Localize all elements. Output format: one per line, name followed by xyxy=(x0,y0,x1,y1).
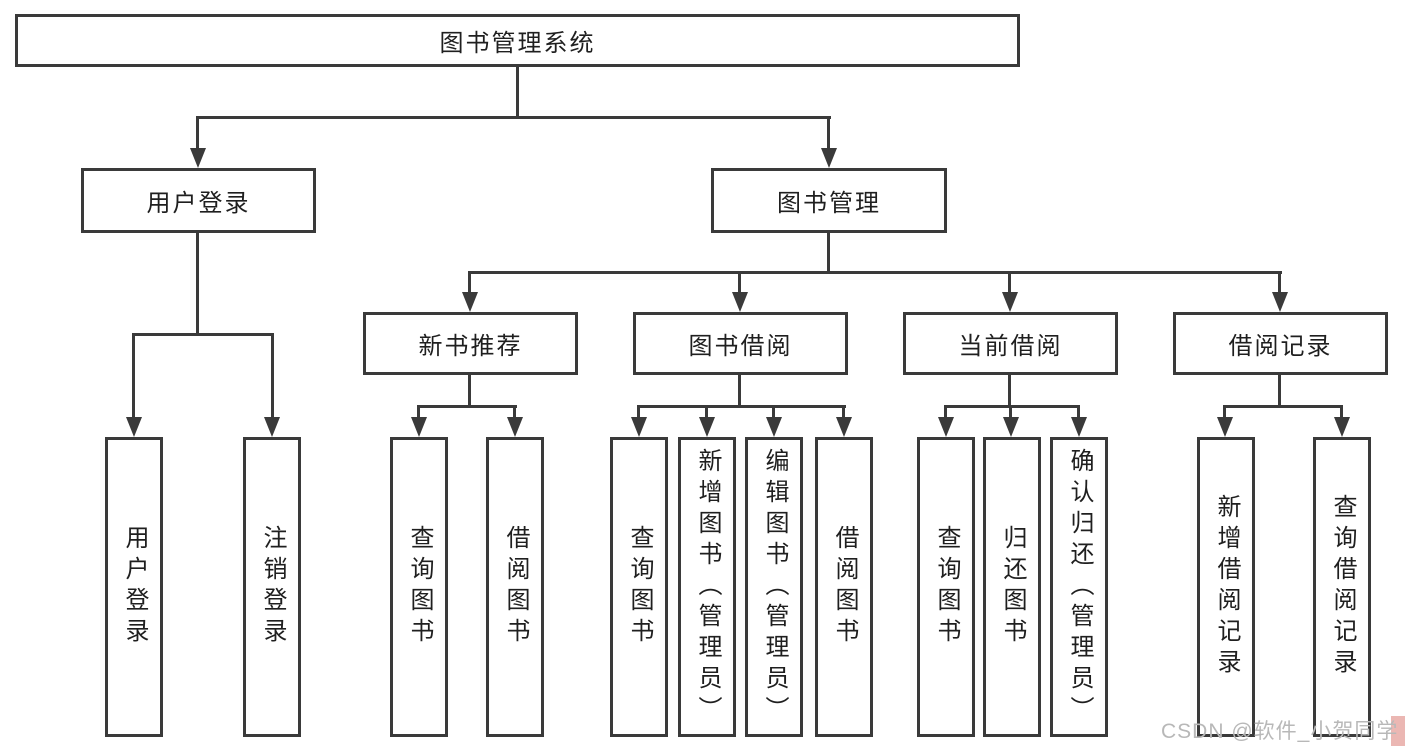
connector-stem xyxy=(705,405,708,419)
leaf-label: 借阅图书 xyxy=(502,525,529,649)
leaf-borrow-books-recommend: 借阅图书 xyxy=(486,437,544,737)
arrow-down-icon xyxy=(1003,417,1019,437)
connector-current-vertical xyxy=(1008,375,1011,408)
leaf-label: 查询图书 xyxy=(626,525,653,649)
node-book-management: 图书管理 xyxy=(711,168,947,233)
arrow-down-icon xyxy=(507,417,523,437)
connector-stem xyxy=(944,405,947,419)
connector-records-vertical xyxy=(1278,375,1281,408)
arrow-down-icon xyxy=(836,417,852,437)
leaf-edit-books-admin: 编辑图书（管理员） xyxy=(745,437,803,737)
connector-book-mgmt-horizontal xyxy=(468,271,1282,274)
leaf-label: 确认归还（管理员） xyxy=(1066,447,1093,727)
arrow-down-icon xyxy=(411,417,427,437)
connector-recommend-horizontal xyxy=(417,405,517,408)
leaf-query-borrow-record: 查询借阅记录 xyxy=(1313,437,1371,737)
arrow-down-icon xyxy=(938,417,954,437)
connector-stem xyxy=(132,333,135,419)
connector-records-horizontal xyxy=(1223,405,1342,408)
leaf-label: 查询图书 xyxy=(933,525,960,649)
arrow-down-icon xyxy=(1272,292,1288,312)
node-new-book-recommendation: 新书推荐 xyxy=(363,312,578,375)
connector-stem xyxy=(417,405,420,419)
connector-stem xyxy=(513,405,516,419)
connector-recommend-vertical xyxy=(468,375,471,408)
leaf-label: 编辑图书（管理员） xyxy=(761,447,788,727)
leaf-label: 查询借阅记录 xyxy=(1329,494,1356,680)
arrow-down-icon xyxy=(126,417,142,437)
leaf-logout: 注销登录 xyxy=(243,437,301,737)
arrow-down-icon xyxy=(462,292,478,312)
connector-stem xyxy=(738,271,741,295)
connector-stem xyxy=(637,405,640,419)
leaf-label: 新增借阅记录 xyxy=(1213,494,1240,680)
leaf-add-books-admin: 新增图书（管理员） xyxy=(678,437,736,737)
leaf-add-borrow-record: 新增借阅记录 xyxy=(1197,437,1255,737)
arrow-down-icon xyxy=(264,417,280,437)
connector-stem xyxy=(196,116,199,150)
connector-stem xyxy=(1008,271,1011,295)
connector-book-mgmt-vertical xyxy=(827,233,830,274)
connector-stem xyxy=(1009,405,1012,419)
leaf-label: 归还图书 xyxy=(999,525,1026,649)
node-borrowing-records: 借阅记录 xyxy=(1173,312,1388,375)
leaf-label: 用户登录 xyxy=(121,525,148,649)
connector-borrowing-horizontal xyxy=(637,405,846,408)
leaf-query-books-borrowing: 查询图书 xyxy=(610,437,668,737)
arrow-down-icon xyxy=(821,148,837,168)
connector-stem xyxy=(1223,405,1226,419)
leaf-query-books-current: 查询图书 xyxy=(917,437,975,737)
watermark: CSDN @软件_小贺同学 xyxy=(1161,720,1399,743)
leaf-label: 借阅图书 xyxy=(831,525,858,649)
connector-stem xyxy=(468,271,471,295)
leaf-confirm-return-admin: 确认归还（管理员） xyxy=(1050,437,1108,737)
connector-current-horizontal xyxy=(944,405,1080,408)
connector-stem xyxy=(271,333,274,419)
arrow-down-icon xyxy=(1071,417,1087,437)
arrow-down-icon xyxy=(1217,417,1233,437)
connector-user-login-vertical xyxy=(196,233,199,336)
connector-root-horizontal xyxy=(196,116,831,119)
connector-stem xyxy=(842,405,845,419)
connector-stem xyxy=(772,405,775,419)
connector-user-login-horizontal xyxy=(132,333,274,336)
arrow-down-icon xyxy=(631,417,647,437)
arrow-down-icon xyxy=(1334,417,1350,437)
leaf-user-login: 用户登录 xyxy=(105,437,163,737)
leaf-return-books: 归还图书 xyxy=(983,437,1041,737)
connector-stem xyxy=(827,116,830,150)
arrow-down-icon xyxy=(732,292,748,312)
watermark-accent xyxy=(1391,716,1405,746)
node-library-management-system: 图书管理系统 xyxy=(15,14,1020,67)
connector-borrowing-vertical xyxy=(738,375,741,408)
node-book-borrowing: 图书借阅 xyxy=(633,312,848,375)
leaf-label: 注销登录 xyxy=(259,525,286,649)
leaf-label: 新增图书（管理员） xyxy=(694,447,721,727)
node-current-borrowing: 当前借阅 xyxy=(903,312,1118,375)
leaf-label: 查询图书 xyxy=(406,525,433,649)
node-user-login-group: 用户登录 xyxy=(81,168,316,233)
leaf-borrow-books-borrowing: 借阅图书 xyxy=(815,437,873,737)
connector-stem xyxy=(1077,405,1080,419)
arrow-down-icon xyxy=(190,148,206,168)
connector-stem xyxy=(1340,405,1343,419)
arrow-down-icon xyxy=(699,417,715,437)
connector-root-vertical xyxy=(516,66,519,118)
arrow-down-icon xyxy=(766,417,782,437)
arrow-down-icon xyxy=(1002,292,1018,312)
leaf-query-books-recommend: 查询图书 xyxy=(390,437,448,737)
connector-stem xyxy=(1278,271,1281,295)
